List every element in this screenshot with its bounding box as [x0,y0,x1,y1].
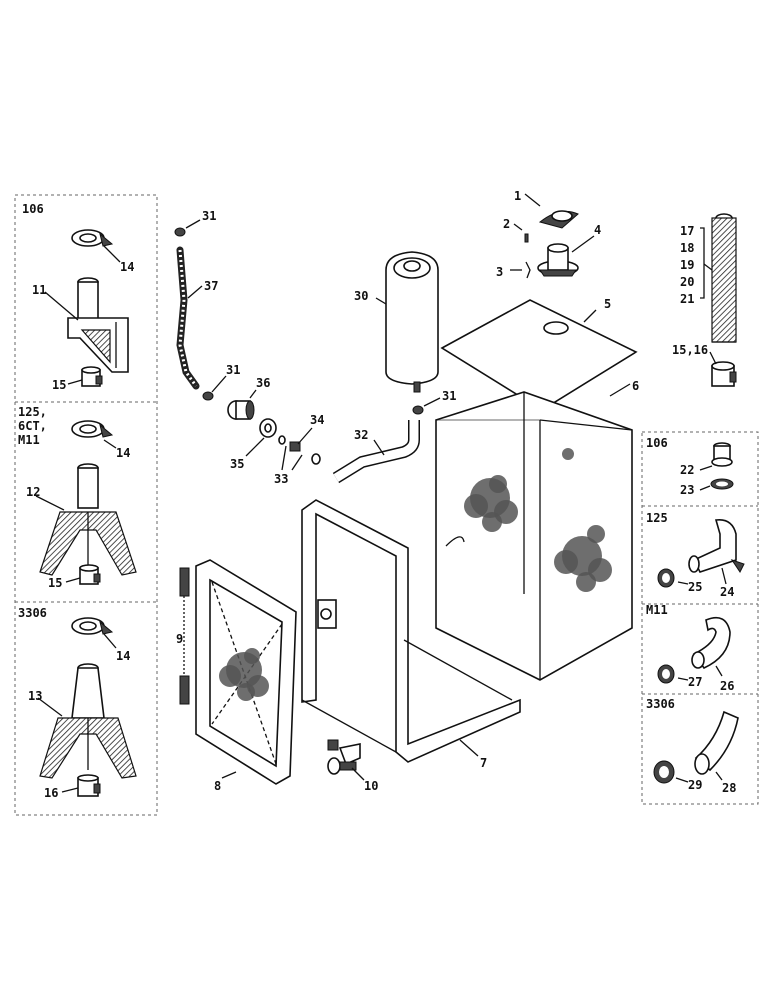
label-34: 34 [310,413,324,427]
label-18: 18 [680,241,694,255]
bracket-11 [67,277,129,373]
label-8: 8 [214,779,221,793]
clamp-16 [77,774,101,797]
door-8: 8 [195,559,297,793]
label-13: 13 [28,689,42,703]
label-32: 32 [354,428,368,442]
label-3: 3 [496,265,503,279]
label-16: 16 [44,786,58,800]
label-15-a: 15 [52,378,66,392]
label-14-c: 14 [116,649,130,663]
frame-7: 7 [301,499,521,770]
label-12: 12 [26,485,40,499]
hinge-9: 9 [176,567,190,705]
label-37: 37 [204,279,218,293]
label-29: 29 [688,778,702,792]
label-10: 10 [364,779,378,793]
label-9: 9 [176,632,183,646]
label-2: 2 [503,217,510,231]
label-1: 1 [514,189,521,203]
group-label-125-right: 125 [646,511,668,525]
label-17: 17 [680,224,694,238]
cabinet-top-parts: 1 2 3 4 5 [440,189,638,411]
label-28: 28 [722,781,736,795]
right-variant-panel: 106 125 M11 3306 22 23 25 24 27 26 [641,431,759,805]
label-31-b: 31 [226,363,240,377]
label-36: 36 [256,376,270,390]
label-20: 20 [680,275,694,289]
latch-10: 10 [327,739,378,793]
label-27: 27 [688,675,702,689]
label-30: 30 [354,289,368,303]
group-label-106-right: 106 [646,436,668,450]
left-variant-panel: 106 125, 6CT, M11 3306 14 11 15 [14,194,158,816]
label-15-b: 15 [48,576,62,590]
group-label-106-left: 106 [22,202,44,216]
mesh-panel-left [464,475,518,532]
label-33: 33 [274,472,288,486]
clamp-15-a [81,366,103,387]
label-14-b: 14 [116,446,130,460]
label-7: 7 [480,756,487,770]
label-21: 21 [680,292,694,306]
label-6: 6 [632,379,639,393]
label-31-a: 31 [202,209,216,223]
stand-12 [39,463,137,576]
group-label-3306-left: 3306 [18,606,47,620]
gasket-14-b [71,420,114,438]
group-label-125-left: 125, [18,405,47,419]
label-5: 5 [604,297,611,311]
label-15-16: 15,16 [672,343,708,357]
label-19: 19 [680,258,694,272]
label-23: 23 [680,483,694,497]
clamp-15-b [79,564,101,585]
tank-30 [385,251,439,393]
group-label-m11-left: M11 [18,433,40,447]
label-4: 4 [594,223,601,237]
label-14-a: 14 [120,260,134,274]
label-22: 22 [680,463,694,477]
group-label-6ct-left: 6CT, [18,419,47,433]
gasket-14-a [71,229,114,247]
gasket-14-c [71,617,114,635]
label-25: 25 [688,580,702,594]
filter-element-17-21: 17 18 19 20 21 15,16 [672,213,737,387]
stand-13 [39,663,137,779]
cabinet-6: 6 [435,379,639,681]
group-label-3306-right: 3306 [646,697,675,711]
label-35: 35 [230,457,244,471]
label-11: 11 [32,283,46,297]
mesh-panel-right [554,525,612,592]
label-26: 26 [720,679,734,693]
group-label-m11-right: M11 [646,603,668,617]
hose-assembly: 31 37 31 36 35 34 33 32 [174,209,456,486]
label-31-c: 31 [442,389,456,403]
label-24: 24 [720,585,734,599]
